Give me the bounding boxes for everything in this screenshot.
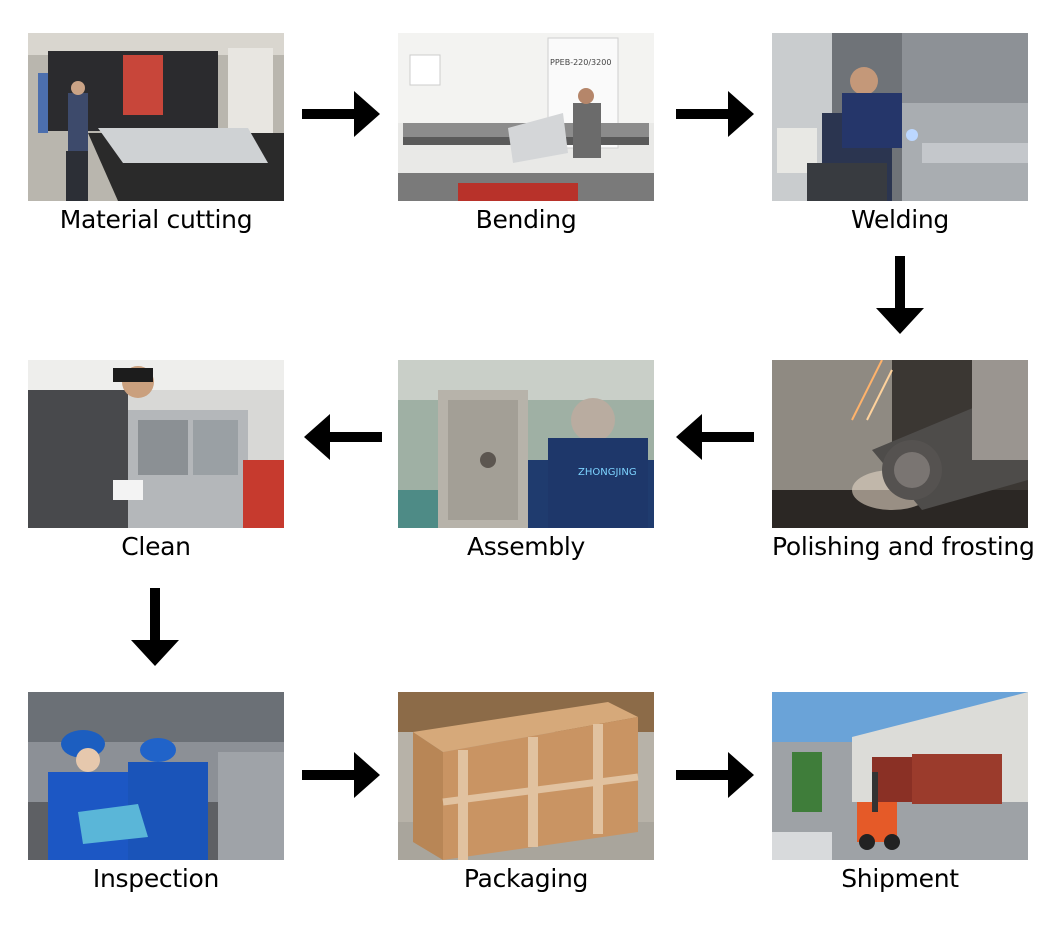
step-label: Polishing and frosting <box>772 532 1035 561</box>
inspection-photo <box>28 692 284 860</box>
assembly-photo: ZHONGJING <box>398 360 654 528</box>
arrow-right-icon <box>302 91 380 137</box>
arrow-left-icon <box>304 414 382 460</box>
arrow-right-icon <box>676 91 754 137</box>
arrow-down-icon <box>876 256 924 334</box>
step-assembly: ZHONGJING Assembly <box>398 360 654 561</box>
machine-model-text: PPEB-220/3200 <box>550 58 611 67</box>
arrow-down-icon <box>131 588 179 666</box>
step-label: Shipment <box>841 864 959 893</box>
step-label: Material cutting <box>59 205 253 234</box>
arrow-right-icon <box>302 752 380 798</box>
step-label: Clean <box>121 532 191 561</box>
arrow-right-icon <box>676 752 754 798</box>
press-brake-photo: PPEB-220/3200 <box>398 33 654 201</box>
laser-cutting-photo <box>28 33 284 201</box>
step-label: Welding <box>850 205 949 234</box>
step-packaging: Packaging <box>398 692 654 893</box>
polishing-photo <box>772 360 1028 528</box>
step-inspection: Inspection <box>28 692 284 893</box>
step-label: Assembly <box>466 532 586 561</box>
step-label: Packaging <box>463 864 589 893</box>
step-welding: Welding <box>772 33 1028 234</box>
step-clean: Clean <box>28 360 284 561</box>
step-label: Inspection <box>92 864 220 893</box>
step-material-cutting: Material cutting <box>28 33 284 234</box>
packaging-photo <box>398 692 654 860</box>
step-polishing: Polishing and frosting <box>772 360 1035 561</box>
jacket-logo-text: ZHONGJING <box>578 467 637 478</box>
welding-photo <box>772 33 1028 201</box>
arrow-left-icon <box>676 414 754 460</box>
step-bending: PPEB-220/3200 Bending <box>398 33 654 234</box>
shipment-photo <box>772 692 1028 860</box>
step-label: Bending <box>475 205 577 234</box>
cleaning-photo <box>28 360 284 528</box>
step-shipment: Shipment <box>772 692 1028 893</box>
